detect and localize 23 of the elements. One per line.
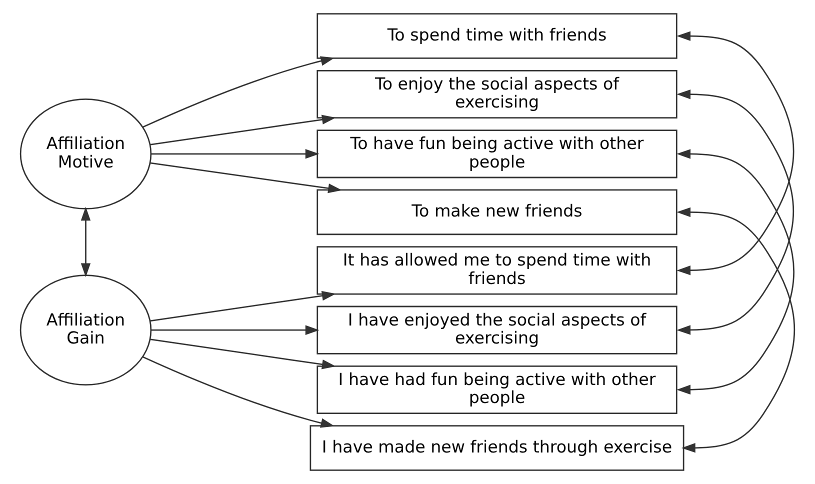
node-box: To spend time with friends bbox=[316, 13, 678, 59]
arrow bbox=[150, 149, 320, 159]
arrow bbox=[676, 207, 796, 453]
arrow bbox=[142, 356, 335, 428]
node-box: I have enjoyed the social aspects of exercising bbox=[316, 306, 678, 354]
arrow bbox=[150, 325, 320, 335]
arrow bbox=[150, 114, 336, 146]
node-ellipse: Affiliation Gain bbox=[20, 274, 152, 386]
arrow bbox=[676, 31, 794, 276]
node-box: I have made new friends through exercise bbox=[310, 425, 684, 471]
arrow bbox=[80, 206, 91, 278]
node-box: It has allowed me to spend time with friends bbox=[316, 246, 678, 295]
node-box: To have fun being active with other people bbox=[316, 130, 678, 178]
node-box: I have had fun being active with other people bbox=[316, 365, 678, 414]
arrow bbox=[150, 162, 342, 194]
arrow bbox=[142, 56, 335, 128]
arrow bbox=[676, 149, 794, 395]
arrow bbox=[150, 338, 336, 370]
node-box: To enjoy the social aspects of exercising bbox=[316, 70, 678, 119]
arrow bbox=[150, 290, 336, 322]
arrow bbox=[676, 89, 794, 335]
node-ellipse: Affiliation Motive bbox=[20, 98, 152, 210]
node-box: To make new friends bbox=[316, 189, 678, 236]
